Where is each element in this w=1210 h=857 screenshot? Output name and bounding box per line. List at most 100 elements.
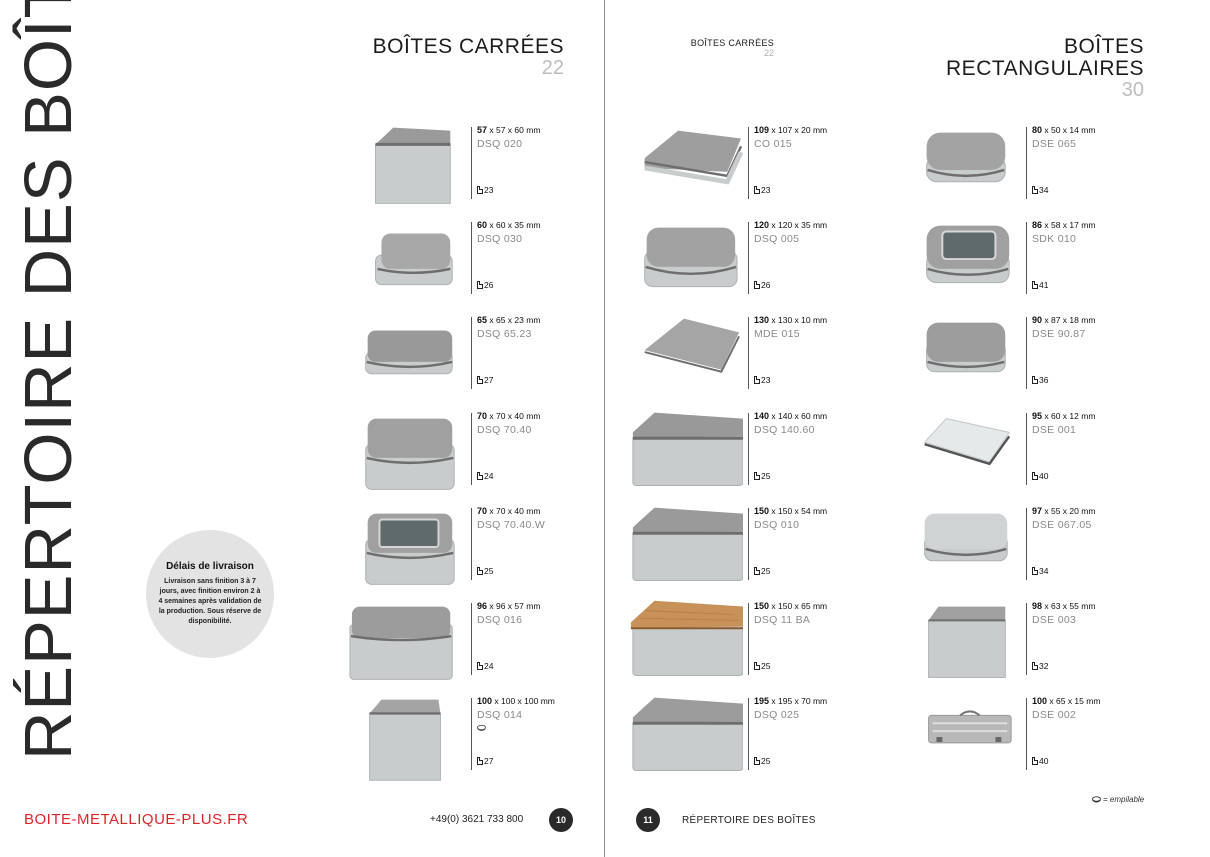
product-image — [903, 503, 1021, 593]
product-item: 130 x 130 x 10 mm MDE 015 23 — [625, 312, 835, 402]
product-page-ref: 25 — [477, 566, 493, 576]
product-code: DSQ 016 — [477, 614, 523, 626]
product-dimensions: 70 x 70 x 40 mm — [477, 410, 541, 421]
product-item: 86 x 58 x 17 mm SDK 010 41 — [903, 217, 1113, 307]
product-item: 120 x 120 x 35 mm DSQ 005 26 — [625, 217, 835, 307]
product-code: DSE 001 — [1032, 423, 1077, 436]
page-icon — [1032, 281, 1038, 290]
product-item: 80 x 50 x 14 mm DSE 065 34 — [903, 122, 1113, 212]
section-header-rectangular: BOÎTES RECTANGULAIRES 30 — [880, 35, 1144, 101]
product-page-ref: 27 — [477, 756, 493, 766]
divider — [471, 127, 472, 199]
footer-section-title: RÉPERTOIRE DES BOÎTES — [682, 815, 816, 826]
section-header-square-small: BOÎTES CARRÉES 22 — [686, 38, 774, 58]
product-page-ref: 27 — [477, 375, 493, 385]
phone-number: +49(0) 3621 733 800 — [430, 814, 524, 825]
product-image — [625, 503, 744, 593]
product-code: CO 015 — [754, 138, 792, 150]
product-page-ref: 26 — [754, 280, 770, 290]
section-page-number: 22 — [541, 57, 564, 79]
divider — [471, 507, 472, 580]
product-dimensions: 100 x 100 x 100 mm — [477, 696, 555, 707]
page-icon — [754, 376, 760, 385]
product-code: DSQ 014 — [477, 709, 523, 722]
product-code: DSE 002 — [1032, 709, 1077, 722]
divider — [748, 507, 749, 580]
product-dimensions: 120 x 120 x 35 mm — [754, 220, 828, 231]
product-item: 195 x 195 x 70 mm DSQ 025 25 — [625, 693, 835, 783]
product-code: DSQ 140.60 — [754, 423, 815, 436]
page-fold — [604, 0, 605, 857]
product-page-ref: 25 — [754, 661, 770, 671]
divider — [1026, 127, 1027, 199]
product-image — [625, 598, 745, 688]
product-page-ref: 25 — [754, 566, 770, 576]
website-link[interactable]: BOITE-METALLIQUE-PLUS.FR — [24, 811, 249, 828]
page-icon — [477, 471, 483, 480]
product-code: DSE 90.87 — [1032, 328, 1086, 341]
product-image — [625, 217, 743, 307]
product-image — [348, 693, 466, 783]
product-item: 98 x 63 x 55 mm DSE 003 32 — [903, 598, 1113, 688]
product-image — [348, 312, 466, 402]
product-item: 100 x 100 x 100 mm DSQ 014 27 — [348, 693, 558, 783]
product-code: DSQ 65.23 — [477, 328, 532, 341]
product-dimensions: 96 x 96 x 57 mm — [477, 601, 541, 611]
product-image — [903, 312, 1021, 402]
product-page-ref: 34 — [1032, 185, 1048, 195]
divider — [1026, 222, 1027, 295]
divider — [1026, 412, 1027, 485]
delivery-info-circle: Délais de livraison Livraison sans finit… — [146, 530, 274, 658]
product-page-ref: 24 — [477, 471, 493, 481]
product-dimensions: 150 x 150 x 54 mm — [754, 505, 828, 516]
divider — [748, 603, 749, 675]
product-item: 57 x 57 x 60 mm DSQ 020 23 — [348, 122, 558, 212]
product-dimensions: 150 x 150 x 65 mm — [754, 601, 828, 611]
product-image — [348, 503, 466, 593]
divider — [471, 603, 472, 675]
page-icon — [754, 566, 760, 575]
product-page-ref: 23 — [754, 185, 770, 195]
divider — [471, 698, 472, 771]
section-title: BOÎTES RECTANGULAIRES — [946, 35, 1144, 80]
product-dimensions: 65 x 65 x 23 mm — [477, 315, 541, 326]
product-dimensions: 97 x 55 x 20 mm — [1032, 505, 1096, 516]
divider — [1026, 507, 1027, 580]
product-page-ref: 25 — [754, 471, 770, 481]
product-image — [903, 408, 1021, 498]
product-dimensions: 70 x 70 x 40 mm — [477, 505, 541, 516]
stackable-icon — [1092, 795, 1101, 802]
product-item: 65 x 65 x 23 mm DSQ 65.23 27 — [348, 312, 558, 402]
product-item: 140 x 140 x 60 mm DSQ 140.60 25 — [625, 408, 835, 498]
section-title: BOÎTES CARRÉES — [372, 35, 564, 58]
product-item: 95 x 60 x 12 mm DSE 001 40 — [903, 408, 1113, 498]
page-icon — [754, 471, 760, 480]
page-icon — [1032, 376, 1038, 385]
page-icon — [754, 281, 760, 290]
divider — [1026, 317, 1027, 390]
product-item: 96 x 96 x 57 mm DSQ 016 24 — [348, 598, 558, 688]
product-dimensions: 60 x 60 x 35 mm — [477, 220, 541, 231]
page-number-right: 11 — [636, 808, 660, 832]
product-image — [625, 693, 744, 783]
page-icon — [1032, 566, 1038, 575]
product-item: 60 x 60 x 35 mm DSQ 030 26 — [348, 217, 558, 307]
delivery-title: Délais de livraison — [166, 561, 254, 572]
section-page-number: 30 — [1121, 79, 1144, 101]
product-image — [903, 693, 1021, 783]
divider — [471, 412, 472, 485]
product-page-ref: 23 — [477, 185, 493, 195]
product-dimensions: 86 x 58 x 17 mm — [1032, 220, 1096, 231]
product-dimensions: 109 x 107 x 20 mm — [754, 125, 828, 135]
product-dimensions: 130 x 130 x 10 mm — [754, 315, 828, 326]
delivery-text: Livraison sans finition 3 à 7 jours, ave… — [158, 578, 262, 625]
product-code: DSQ 70.40 — [477, 423, 532, 436]
divider — [748, 127, 749, 199]
page-icon — [754, 186, 760, 194]
product-dimensions: 80 x 50 x 14 mm — [1032, 125, 1096, 135]
product-page-ref: 40 — [1032, 471, 1048, 481]
page-icon — [477, 566, 483, 575]
product-dimensions: 95 x 60 x 12 mm — [1032, 410, 1096, 421]
product-code: DSQ 010 — [754, 518, 800, 531]
product-image — [348, 408, 466, 498]
